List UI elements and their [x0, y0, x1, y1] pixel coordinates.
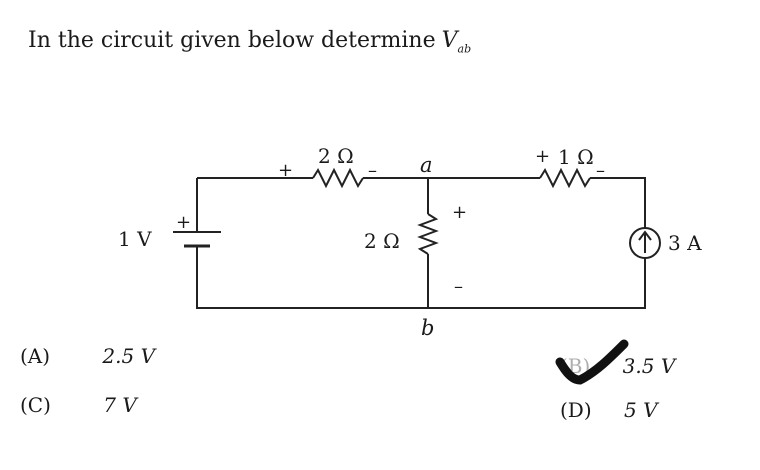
option-a[interactable]: (A) 2.5 V	[20, 344, 155, 368]
top-resistor-plus: +	[278, 160, 293, 181]
option-a-value: 2.5 V	[102, 344, 156, 368]
node-b-label: b	[421, 316, 434, 340]
current-source-label: 3 A	[668, 231, 702, 255]
middle-resistor-minus: –	[454, 276, 463, 297]
right-resistor-minus: –	[596, 160, 605, 181]
question-prompt: In the circuit given below determine	[28, 28, 436, 53]
option-c-value: 7 V	[103, 393, 137, 417]
source-plus: +	[176, 212, 191, 233]
option-a-label: (A)	[20, 344, 51, 368]
right-resistor-label: 1 Ω	[558, 145, 594, 169]
checkmark-icon	[555, 339, 629, 385]
circuit-wires	[196, 167, 646, 309]
node-a-label: a	[420, 153, 433, 177]
question-variable: Vab	[441, 28, 472, 56]
source-label: 1 V	[118, 227, 152, 251]
right-resistor-plus: +	[535, 146, 550, 167]
option-d-label: (D)	[560, 398, 592, 422]
current-source	[629, 227, 661, 259]
option-c[interactable]: (C) 7 V	[20, 393, 137, 417]
option-c-label: (C)	[20, 393, 51, 417]
option-b[interactable]: (B) 3.5 V	[560, 354, 675, 378]
middle-resistor-plus: +	[452, 202, 467, 223]
top-resistor-minus: –	[368, 160, 377, 181]
option-b-value: 3.5 V	[622, 354, 676, 378]
option-b-label: (B)	[560, 354, 591, 378]
battery-source	[173, 231, 221, 248]
middle-resistor-label: 2 Ω	[364, 229, 400, 253]
top-resistor-label: 2 Ω	[318, 144, 354, 168]
option-d[interactable]: (D) 5 V	[560, 398, 658, 422]
option-d-value: 5 V	[624, 398, 658, 422]
